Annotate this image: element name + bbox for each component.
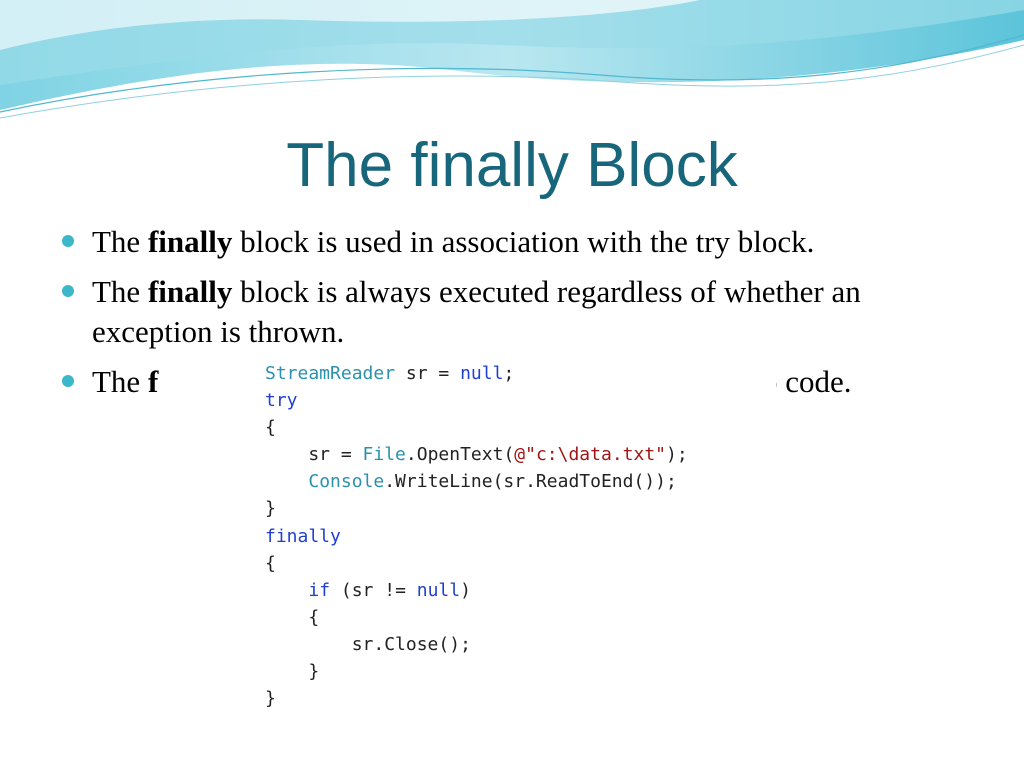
bullet-item: The finally block is used in association… — [62, 222, 962, 262]
bullet-text-before: The — [92, 274, 148, 309]
bullet-item: The f p code. — [62, 362, 962, 402]
code-token: .WriteLine(sr.ReadToEnd()); — [384, 471, 677, 493]
code-line: StreamReader sr = null; — [265, 360, 688, 387]
code-token: Console — [308, 471, 385, 493]
bullet-list: The finally block is used in association… — [62, 222, 962, 412]
slide-title: The finally Block — [286, 131, 738, 200]
code-token: sr.Close(); — [265, 633, 471, 655]
code-token: { — [265, 417, 276, 439]
code-token: sr = — [265, 444, 363, 466]
code-token: ; — [503, 363, 515, 384]
code-token: StreamReader — [265, 363, 396, 384]
code-line: } — [265, 495, 688, 522]
bullet-text-visible-tail: p code. — [762, 364, 852, 399]
code-line: sr.Close(); — [265, 631, 688, 658]
code-token: (sr != — [330, 579, 417, 601]
code-token: ); — [666, 444, 688, 466]
code-token: ) — [460, 579, 471, 601]
code-block: StreamReader sr = null; try { sr = File.Op… — [265, 360, 688, 712]
header-wave-decoration — [0, 0, 1024, 119]
code-line: Console.WriteLine(sr.ReadToEnd()); — [265, 468, 688, 495]
bullet-text-bold: finally — [147, 224, 233, 259]
code-line: if (sr != null) — [265, 577, 688, 604]
code-token: null — [416, 579, 461, 601]
code-token: try — [265, 390, 298, 412]
code-token — [265, 471, 308, 492]
code-token: } — [265, 661, 320, 683]
code-token: { — [265, 552, 276, 574]
code-token — [265, 580, 308, 601]
code-token: { — [265, 606, 320, 628]
bullet-text-bold: finally — [147, 274, 233, 309]
bullet-text-before: The — [92, 224, 148, 259]
code-token: } — [265, 688, 276, 710]
code-line: { — [265, 604, 688, 631]
code-token: if — [308, 579, 331, 601]
bullet-text-after: block is always executed regardless of w… — [92, 274, 861, 349]
code-line: } — [265, 658, 688, 685]
code-token: } — [265, 498, 276, 520]
code-token: sr = — [395, 363, 461, 384]
bullet-item: The finally block is always executed reg… — [62, 272, 962, 352]
bullet-text-before: The — [92, 364, 148, 399]
bullet-text-after: block is used in association with the tr… — [232, 224, 815, 259]
bullet-dot-icon — [62, 375, 74, 387]
code-token: null — [460, 363, 504, 384]
bullet-dot-icon — [62, 285, 74, 297]
code-token: .OpenText( — [405, 444, 515, 466]
code-line: } — [265, 685, 688, 712]
code-line: sr = File.OpenText(@"c:\data.txt"); — [265, 441, 688, 468]
code-snippet-image: StreamReader sr = null; try { sr = File.Op… — [170, 356, 776, 712]
bullet-dot-icon — [62, 235, 74, 247]
code-token: @"c:\data.txt" — [514, 444, 666, 466]
code-line: try — [265, 387, 688, 414]
bullet-text-bold: f — [147, 364, 159, 399]
code-line: finally — [265, 523, 688, 550]
code-token: File — [362, 444, 406, 466]
code-token: finally — [265, 525, 341, 547]
code-line: { — [265, 414, 688, 441]
code-line: { — [265, 550, 688, 577]
